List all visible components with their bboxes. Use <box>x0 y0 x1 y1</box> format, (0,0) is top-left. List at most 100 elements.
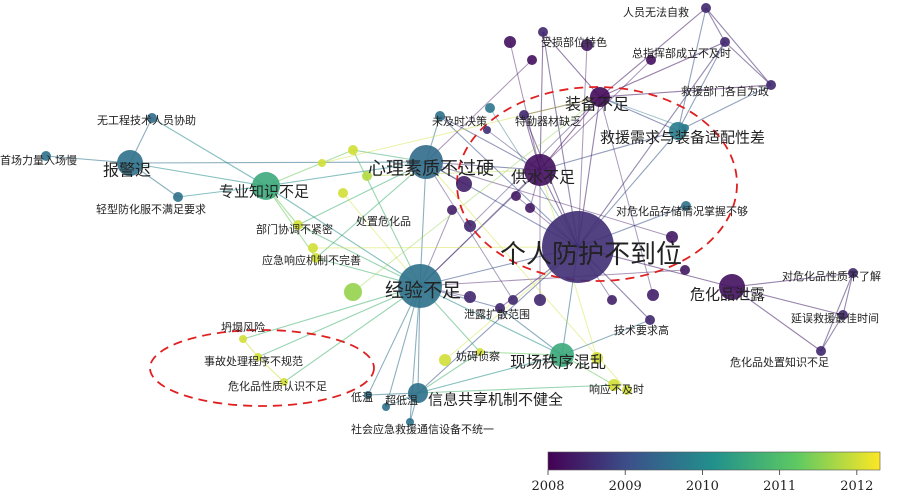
node-hazmat-storage <box>681 201 691 211</box>
node-staff-rescue <box>701 3 711 13</box>
edge <box>705 7 772 86</box>
edge <box>599 96 679 132</box>
edge <box>366 169 541 177</box>
edge <box>509 41 541 171</box>
minor-node <box>646 55 656 65</box>
edge <box>417 354 563 394</box>
node-label-collapse: 坍塌风险 <box>221 320 265 334</box>
edge <box>677 41 726 132</box>
node-label-social-comm: 社会应急救援通信设备不统一 <box>351 422 494 436</box>
node-label-experience: 经验不足 <box>385 280 461 302</box>
node-label-no-eng-staff: 无工程技术人员协助 <box>97 113 196 127</box>
node-label-obstruct: 妨碍侦察 <box>456 349 500 363</box>
node-hazmat-disposal <box>816 346 826 356</box>
edge <box>312 246 579 249</box>
node-equipment <box>590 87 610 107</box>
node-psych <box>409 145 443 179</box>
node-label-damaged-parts: 受损部位特色 <box>541 35 607 49</box>
edge <box>599 96 686 129</box>
minor-node <box>607 295 617 305</box>
minor-node <box>508 295 518 305</box>
minor-node <box>504 36 516 48</box>
minor-node <box>456 176 472 192</box>
node-obstruct <box>476 348 484 356</box>
node-not-timely <box>435 111 445 121</box>
minor-node <box>680 265 690 275</box>
edge <box>842 272 854 316</box>
node-social-comm <box>406 418 414 426</box>
node-label-report-late: 报警迟 <box>103 161 151 180</box>
edge <box>417 384 615 394</box>
minor-node <box>483 126 491 134</box>
edge <box>499 307 563 356</box>
edge <box>677 7 707 132</box>
node-label-rescue-self: 救援部门各自为政 <box>681 84 769 98</box>
node-label-hazmat-leak: 危化品泄露 <box>690 285 765 303</box>
edge <box>523 96 601 116</box>
colorbar-tick-label: 2009 <box>609 479 642 494</box>
minor-node <box>525 203 535 213</box>
node-hazmat-prop <box>848 268 858 278</box>
node-label-water: 供水不足 <box>511 168 575 187</box>
node-resp-late <box>608 379 620 391</box>
edge <box>542 31 579 248</box>
minor-node <box>534 294 546 306</box>
edge <box>265 149 354 187</box>
edge <box>315 161 427 259</box>
edge <box>352 96 601 293</box>
minor-node <box>439 354 451 366</box>
node-leak-expand <box>495 303 505 313</box>
minor-node <box>527 55 537 65</box>
edge <box>425 161 628 391</box>
edge <box>45 155 131 164</box>
minor-node <box>447 205 457 215</box>
node-label-ultra-low: 超低温 <box>385 393 418 407</box>
node-experience <box>398 264 442 308</box>
edge <box>539 31 544 171</box>
node-label-command-late: 总指挥部成立不及时 <box>632 46 731 60</box>
node-accident-proc <box>254 353 262 361</box>
edge <box>283 285 421 383</box>
minor-node <box>362 171 372 181</box>
node-label-accident-proc: 事故处理程序不规范 <box>204 354 303 368</box>
edge <box>417 351 481 394</box>
node-hazmat-leak <box>719 274 745 300</box>
edge <box>820 314 844 352</box>
minor-node <box>581 39 593 51</box>
edge <box>257 285 421 358</box>
node-label-personal-protection: 个人防护不到位 <box>500 240 682 270</box>
node-label-tech-high: 技术要求高 <box>614 323 669 337</box>
edge <box>297 224 421 287</box>
node-scene-chaos <box>550 343 574 367</box>
node-light-suit <box>173 192 183 202</box>
node-rescue-self <box>766 80 776 90</box>
minor-node <box>666 231 678 243</box>
edge <box>539 130 679 171</box>
edge <box>439 115 541 171</box>
minor-node <box>338 188 348 198</box>
minor-node <box>622 385 632 395</box>
minor-node <box>511 191 521 201</box>
edge <box>265 185 317 259</box>
node-handle-hazmat <box>348 145 358 155</box>
node-no-eng-staff <box>147 113 157 123</box>
edge <box>129 161 427 164</box>
node-special-lack <box>519 110 529 120</box>
edge <box>419 269 686 287</box>
minor-node <box>591 352 603 364</box>
edge <box>599 84 772 98</box>
node-label-pro-knowledge: 专业知识不足 <box>219 182 309 200</box>
node-label-low-temp: 低温 <box>351 391 373 404</box>
colorbar-tick-label: 2008 <box>531 479 564 494</box>
colorbar-tick-label: 2010 <box>686 479 719 494</box>
edge <box>731 286 844 316</box>
node-label-equipment: 装备不足 <box>565 95 629 114</box>
minor-node <box>647 289 659 301</box>
node-dept-coord <box>293 220 303 230</box>
edge <box>265 185 421 287</box>
node-label-first-late: 首场力量入场慢 <box>0 153 77 167</box>
colorbar-gradient <box>547 451 881 471</box>
node-label-hazmat-storage: 对危化品存储情况掌握不够 <box>616 204 748 218</box>
node-label-leak-expand: 泄露扩散范围 <box>464 307 530 321</box>
node-label-resp-late: 响应不及时 <box>589 382 644 396</box>
